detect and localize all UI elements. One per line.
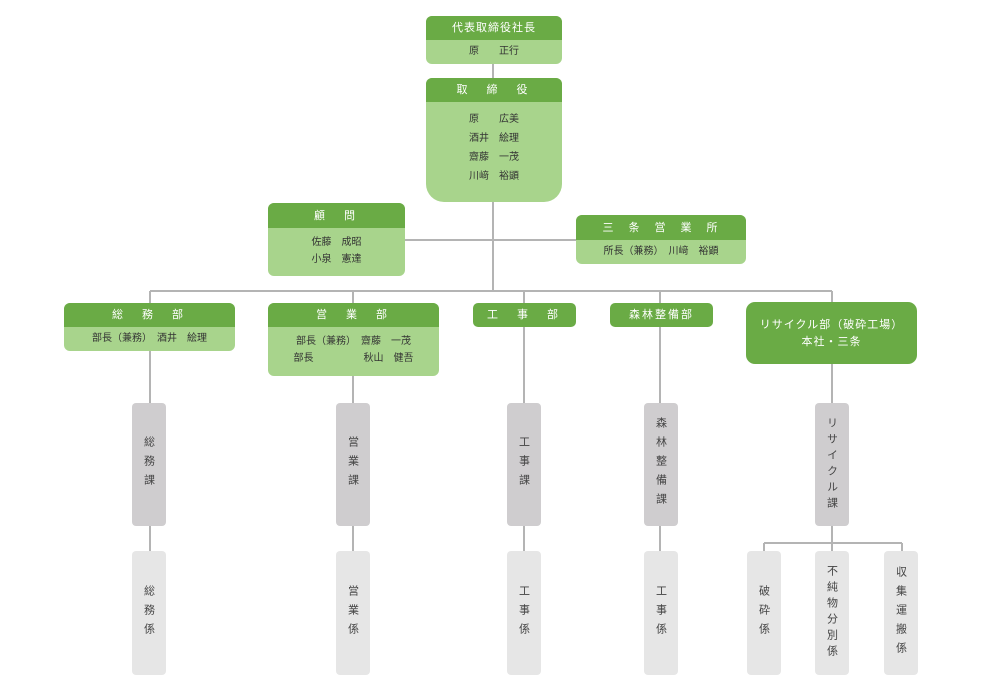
collection-team: 収集運搬係 xyxy=(884,551,918,675)
advisor-box: 顧 問 佐藤 成昭 小泉 憲達 xyxy=(268,203,405,276)
sales-section: 営業課 xyxy=(336,403,370,526)
general-affairs-section: 総務課 xyxy=(132,403,166,526)
construction-section: 工事課 xyxy=(507,403,541,526)
general-affairs-team: 総務係 xyxy=(132,551,166,675)
directors-members: 原 広美 酒井 絵理 齋藤 一茂 川﨑 裕顕 xyxy=(469,114,519,182)
president-box: 代表取締役社長 原 正行 xyxy=(426,16,562,64)
recycle-dept-title: リサイクル部（破砕工場） xyxy=(759,318,904,331)
forest-dept-box: 森林整備部 xyxy=(610,303,713,327)
advisor-title: 顧 問 xyxy=(268,203,405,228)
recycle-dept-box: リサイクル部（破砕工場） 本社・三条 xyxy=(746,302,917,364)
sanjo-office-box: 三 条 営 業 所 所長（兼務） 川﨑 裕顕 xyxy=(576,215,746,264)
advisor-members: 佐藤 成昭 小泉 憲達 xyxy=(311,237,362,265)
president-name: 原 正行 xyxy=(469,46,519,57)
construction-dept-box: 工 事 部 xyxy=(473,303,576,327)
sanjo-office-title: 三 条 営 業 所 xyxy=(576,215,746,240)
forest-team: 工事係 xyxy=(644,551,678,675)
sales-dept-title: 営 業 部 xyxy=(268,303,439,327)
forest-section: 森林整備課 xyxy=(644,403,678,526)
general-affairs-dept-title: 総 務 部 xyxy=(64,303,235,327)
sales-team: 営業係 xyxy=(336,551,370,675)
recycle-dept-subtitle: 本社・三条 xyxy=(801,335,862,348)
president-title: 代表取締役社長 xyxy=(426,16,562,40)
general-affairs-dept-members: 部長（兼務） 酒井 絵理 xyxy=(92,333,207,344)
general-affairs-dept-box: 総 務 部 部長（兼務） 酒井 絵理 xyxy=(64,303,235,351)
sanjo-office-members: 所長（兼務） 川﨑 裕顕 xyxy=(603,246,719,257)
sales-dept-box: 営 業 部 部長（兼務） 齋藤 一茂 部長 秋山 健吾 xyxy=(268,303,439,376)
sales-dept-members: 部長（兼務） 齋藤 一茂 部長 秋山 健吾 xyxy=(293,336,414,364)
recycle-section: リサイクル課 xyxy=(815,403,849,526)
crushing-team: 破砕係 xyxy=(747,551,781,675)
construction-team: 工事係 xyxy=(507,551,541,675)
directors-title: 取 締 役 xyxy=(426,78,562,102)
directors-box: 取 締 役 原 広美 酒井 絵理 齋藤 一茂 川﨑 裕顕 xyxy=(426,78,562,202)
sorting-team: 不純物分別係 xyxy=(815,551,849,675)
